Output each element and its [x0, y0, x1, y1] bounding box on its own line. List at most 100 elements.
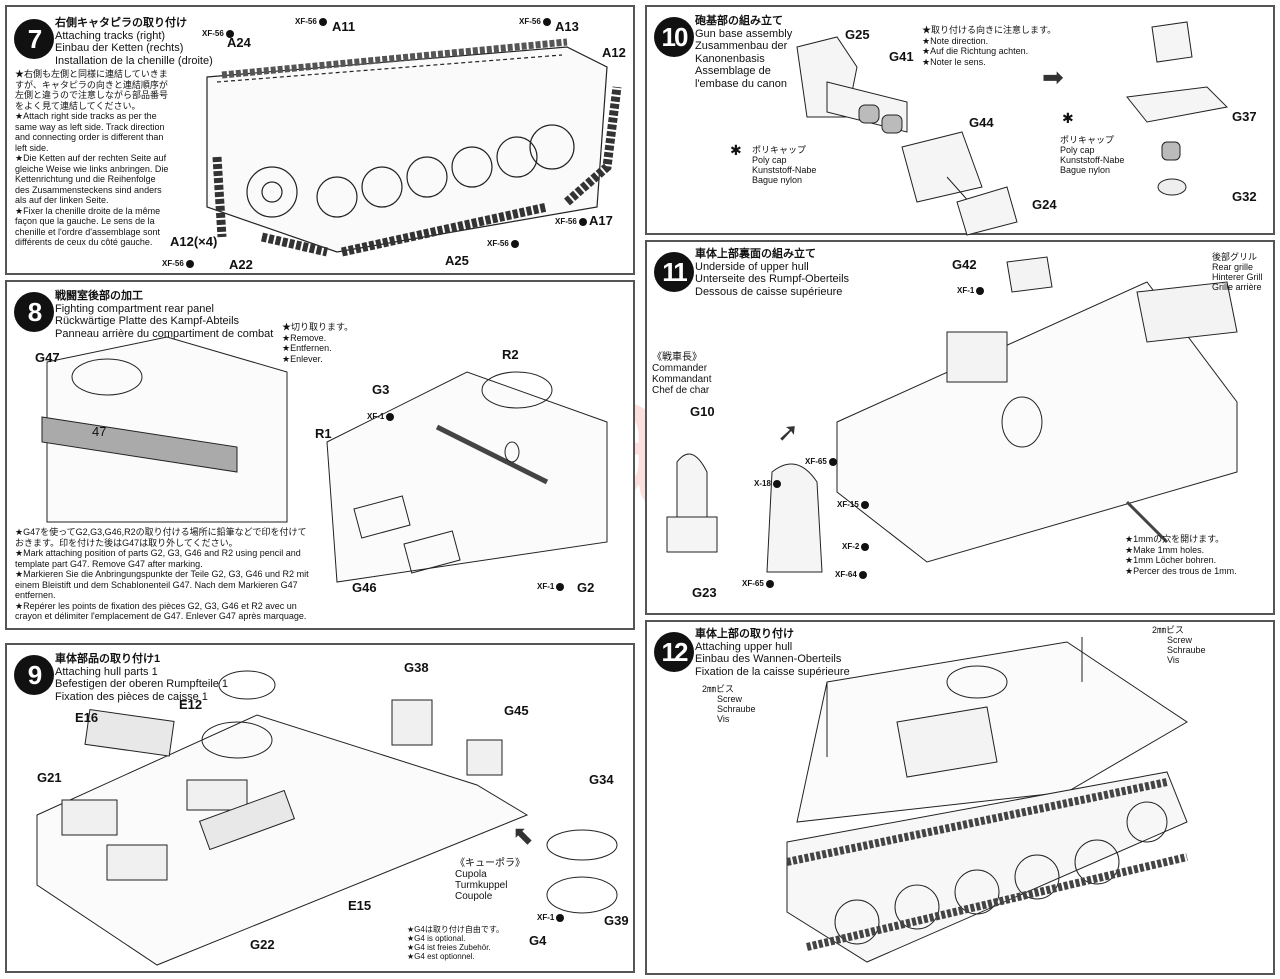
part-label: 47: [92, 424, 107, 439]
part-label: G4: [529, 933, 547, 948]
paint-code: XF-64: [835, 570, 867, 579]
direction-arrow-icon: ➡: [1042, 62, 1064, 92]
note-fr: ★Percer des trous de 1mm.: [1125, 565, 1237, 576]
paint-code: XF-56: [519, 17, 551, 26]
title-en: Underside of upper hull: [695, 260, 809, 273]
part-label: A11: [332, 19, 356, 34]
part-label: E15: [348, 898, 372, 913]
title-en: Attaching tracks (right): [55, 29, 166, 42]
step-title: 右側キャタピラの取り付け Attaching tracks (right) Ei…: [55, 17, 213, 67]
paint-code: XF-56: [295, 17, 327, 26]
note-jp: ★G4は取り付け自由です。: [407, 925, 505, 934]
step-10-panel: 10 砲基部の組み立て Gun base assembly Zusammenba…: [645, 5, 1275, 236]
polycap-en: Poly cap: [1060, 145, 1095, 155]
screw-fr: Vis: [1167, 655, 1180, 665]
title-en: Gun base assembly: [695, 27, 793, 40]
part-label: G39: [604, 913, 629, 928]
polycap-icon: ✱: [730, 142, 742, 158]
note-jp: ★1mmの穴を開けます。: [1125, 534, 1225, 544]
part-label: A25: [445, 253, 469, 268]
paint-code: X-18: [754, 479, 781, 488]
cupola-label: 《キューポラ》 Cupola Turmkuppel Coupole: [455, 858, 525, 902]
step-9-panel: 9 車体部品の取り付け1 Attaching hull parts 1 Befe…: [5, 643, 635, 973]
part-label: E12: [179, 697, 203, 712]
part-label: A12: [602, 45, 626, 60]
note-de: ★Entfernen.: [282, 343, 332, 353]
remove-note: ★切り取ります。 ★Remove. ★Entfernen. ★Enlever.: [282, 322, 353, 364]
cupola-jp: 《キューポラ》: [455, 858, 525, 869]
note-jp: ★切り取ります。: [282, 322, 354, 332]
note-jp: ★G47を使ってG2,G3,G46,R2の取り付ける場所に鉛筆などで印を付けてお…: [15, 527, 307, 548]
polycap-jp: ポリキャップ: [1060, 135, 1115, 145]
step-title: 車体上部裏面の組み立て Underside of upper hull Unte…: [695, 248, 849, 298]
paint-code: XF-56: [555, 217, 587, 226]
screw-jp: 2㎜ビス: [1152, 625, 1185, 635]
instructions: ★右側も左側と同様に連結していきますが、キャタピラの向きと連結順序が左側と違うの…: [15, 69, 170, 248]
paint-code: XF-56: [487, 239, 519, 248]
part-label: G22: [250, 937, 275, 952]
commander-jp: 《戦車長》: [652, 352, 702, 363]
paint-code: XF-2: [842, 542, 869, 551]
part-label: G45: [504, 703, 529, 718]
paint-code: XF-56: [202, 29, 234, 38]
title-de: Zusammenbau der Kanonenbasis: [695, 40, 788, 65]
grille-jp: 後部グリル: [1212, 252, 1258, 262]
step-title: 車体部品の取り付け1 Attaching hull parts 1 Befest…: [55, 653, 228, 703]
part-label: G42: [952, 257, 977, 272]
paint-code: XF-15: [837, 500, 869, 509]
holes-note: ★1mmの穴を開けます。 ★Make 1mm holes. ★1mm Löche…: [1125, 534, 1237, 576]
commander-de: Kommandant: [652, 374, 712, 385]
step-number: 7: [14, 19, 54, 59]
note-de: ★Markieren Sie die Anbringungspunkte der…: [15, 569, 309, 600]
polycap-fr: Bague nylon: [752, 175, 803, 185]
paint-code: XF-56: [162, 259, 194, 268]
part-label: G2: [577, 580, 595, 595]
part-label: G3: [372, 382, 390, 397]
title-jp: 車体部品の取り付け1: [55, 653, 161, 665]
part-label: A12(×4): [170, 234, 218, 249]
step-title: 戦闘室後部の加工 Fighting compartment rear panel…: [55, 290, 273, 340]
part-label: G10: [690, 404, 715, 419]
paint-code: XF-1: [957, 286, 984, 295]
part-label: G41: [889, 49, 914, 64]
tank-assembly-illustration: [786, 637, 1188, 963]
note-jp: ★取り付ける向きに注意します。: [922, 25, 1057, 35]
grille-fr: Grille arrière: [1212, 282, 1262, 292]
note-de: ★Auf die Richtung achten.: [922, 46, 1029, 56]
title-de: Einbau des Wannen-Oberteils: [695, 653, 842, 665]
track-illustration: [206, 38, 622, 257]
cupola-fr: Coupole: [455, 891, 493, 902]
step-number: 8: [14, 292, 54, 332]
screw-label-left: 2㎜ビス Screw Schraube Vis: [702, 684, 756, 724]
grille-de: Hinterer Grill: [1212, 272, 1263, 282]
title-de: Einbau der Ketten (rechts): [55, 42, 184, 54]
part-label: G32: [1232, 189, 1257, 204]
grille-en: Rear grille: [1212, 262, 1254, 272]
title-jp: 砲基部の組み立て: [695, 15, 783, 27]
step-8-panel: 8 戦闘室後部の加工 Fighting compartment rear pan…: [5, 280, 635, 630]
polycap-label-2: ✱ ポリキャップ Poly cap Kunststoff-Nabe Bague …: [1060, 111, 1125, 175]
gun-base-illustration: [796, 21, 1229, 236]
part-label: G38: [404, 660, 429, 675]
paint-code: XF-1: [367, 412, 394, 421]
direction-arrow-icon: ➚: [777, 417, 799, 447]
note-en: ★Note direction.: [922, 35, 989, 46]
polycap-fr: Bague nylon: [1060, 165, 1111, 175]
polycap-de: Kunststoff-Nabe: [752, 165, 817, 175]
instructions: ★G47を使ってG2,G3,G46,R2の取り付ける場所に鉛筆などで印を付けてお…: [15, 527, 315, 622]
title-fr: Fixation de la caisse supérieure: [695, 665, 850, 678]
paint-code: XF-1: [537, 582, 564, 591]
screw-en: Screw: [1167, 635, 1193, 645]
polycap-de: Kunststoff-Nabe: [1060, 155, 1125, 165]
step-number: 9: [14, 655, 54, 695]
polycap-icon: ✱: [1062, 110, 1074, 126]
title-en: Fighting compartment rear panel: [55, 302, 214, 315]
part-label: A22: [229, 257, 253, 272]
part-label: G46: [352, 580, 377, 595]
part-label: R1: [315, 426, 332, 441]
commander-en: Commander: [652, 363, 708, 374]
cupola-de: Turmkuppel: [455, 880, 508, 891]
paint-code: XF-65: [742, 579, 774, 588]
note-fr: ★Noter le sens.: [922, 56, 986, 67]
paint-code: XF-1: [537, 913, 564, 922]
